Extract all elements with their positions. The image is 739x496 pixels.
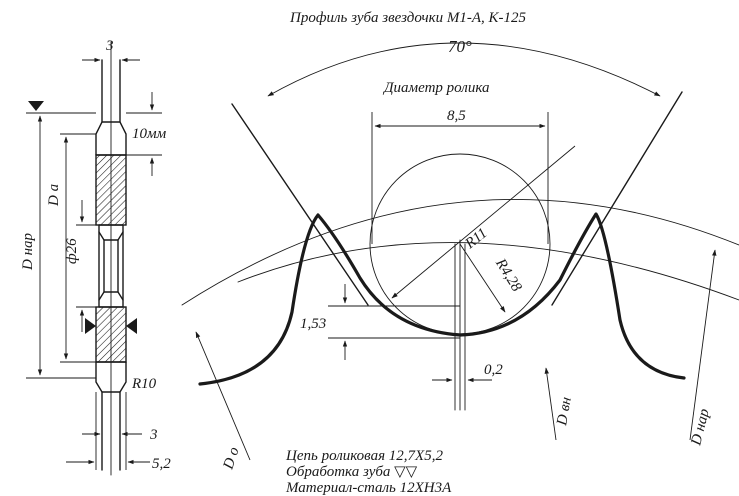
rim-height-label: 10мм xyxy=(132,126,167,142)
finish-mark-right xyxy=(126,318,137,334)
depth-label: 1,53 xyxy=(300,316,326,332)
big-radius-label: R11 xyxy=(462,225,491,252)
d-vn-leader xyxy=(544,367,557,441)
left-flank-line xyxy=(231,103,369,306)
datum-triangle-icon xyxy=(28,101,44,111)
bottom-tooth xyxy=(95,361,127,393)
d-a-label: D а xyxy=(46,184,62,207)
hub-top-width-label: 3 xyxy=(105,38,114,54)
d-o-leader xyxy=(195,331,251,461)
right-flank-line xyxy=(551,91,683,306)
d-nar-leader xyxy=(689,249,717,441)
gap-label: 0,2 xyxy=(484,362,503,378)
angle-arc xyxy=(267,42,661,97)
note-chain: Цепь роликовая 12,7Х5,2 xyxy=(285,448,443,464)
small-radius-label: R4,28 xyxy=(492,255,525,295)
lower-rim-section xyxy=(95,306,127,363)
bore-label: ф26 xyxy=(64,238,80,264)
angle-label: 70° xyxy=(448,37,472,56)
upper-rim-section xyxy=(95,154,127,226)
r428-leader xyxy=(459,243,506,313)
note-material: Материал-сталь 12ХН3А xyxy=(285,480,452,496)
d-nar-label: D нар xyxy=(688,407,713,448)
tooth-profile-view xyxy=(181,42,739,461)
sprocket-section-view xyxy=(26,41,162,476)
r11-leader xyxy=(391,145,576,299)
outer-diameter-arc xyxy=(181,198,739,306)
roller-width-label: 8,5 xyxy=(447,108,466,124)
finish-mark-left xyxy=(85,318,96,334)
hub-bottom-width-label: 3 xyxy=(149,427,158,443)
drawing-title: Профиль зуба звездочки М1-А, К-125 xyxy=(289,10,527,26)
d-vn-label: D вн xyxy=(554,396,575,428)
roller-diameter-caption: Диаметр ролика xyxy=(382,80,489,96)
pitch-diameter-arc xyxy=(237,242,739,301)
bottom-radius-label: R10 xyxy=(131,376,157,392)
d-outer-side-label: D нар xyxy=(20,232,36,271)
total-width-label: 5,2 xyxy=(152,456,171,472)
note-finish: Обработка зуба ▽▽ xyxy=(286,464,418,480)
tooth-profile-curve xyxy=(198,212,686,386)
d-o-label: D о xyxy=(220,445,243,472)
